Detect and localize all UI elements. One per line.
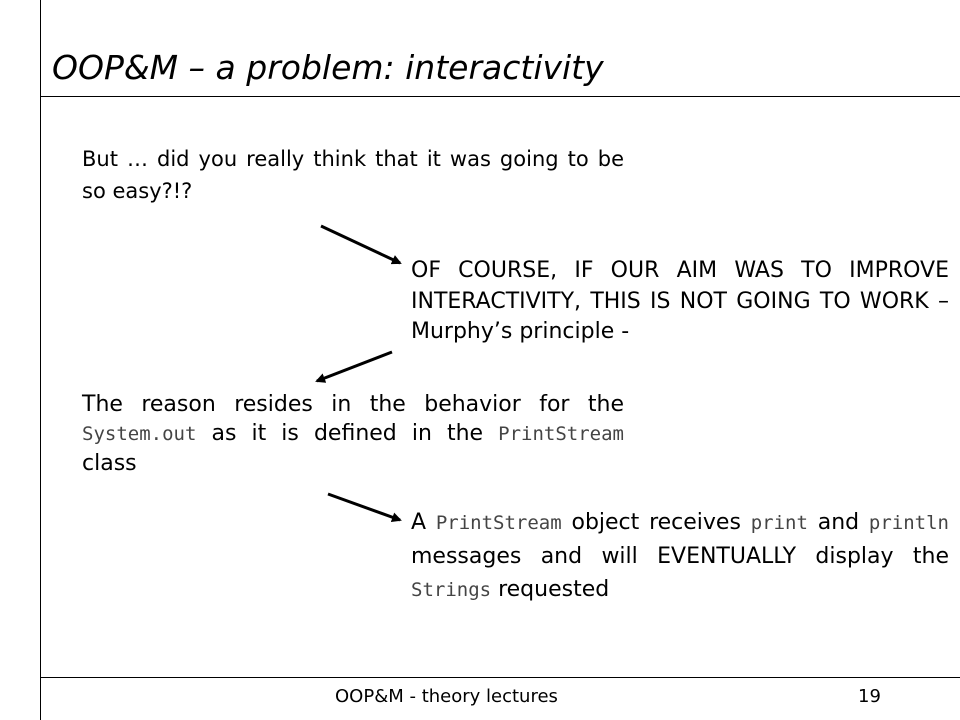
footer-course-title: OOP&M - theory lectures xyxy=(335,686,558,707)
ps-text-4: messages and will EVENTUALLY display the xyxy=(411,544,949,569)
slide-title: OOP&M – a problem: interactivity xyxy=(52,48,604,87)
ps-code-printstream: PrintStream xyxy=(435,512,562,534)
arrow-3 xyxy=(327,492,402,522)
ps-code-print: print xyxy=(750,512,808,534)
reason-text-3: class xyxy=(82,451,137,476)
ps-text-1: A xyxy=(411,510,436,535)
ps-code-println: println xyxy=(868,512,949,534)
ps-text-3: and xyxy=(807,510,869,535)
printstream-code: PrintStream xyxy=(498,423,624,445)
printstream-paragraph: A PrintStream object receives print and … xyxy=(411,506,949,607)
system-out-code: System.out xyxy=(82,423,197,445)
ps-code-strings: Strings xyxy=(411,579,492,601)
left-border-line xyxy=(40,0,41,720)
reason-text-1: The reason resides in the behavior for t… xyxy=(82,392,624,417)
ps-text-5: requested xyxy=(491,577,610,602)
arrow-2 xyxy=(315,350,393,383)
reason-paragraph: The reason resides in the behavior for t… xyxy=(82,390,624,478)
title-divider-line xyxy=(40,96,960,97)
reason-text-2: as it is defined in the xyxy=(196,421,499,446)
arrow-1 xyxy=(320,224,402,265)
intro-paragraph: But … did you really think that it was g… xyxy=(82,147,624,203)
footer-divider-line xyxy=(40,677,960,678)
murphy-paragraph: OF COURSE, IF OUR AIM WAS TO IMPROVE INT… xyxy=(411,258,949,344)
page-number: 19 xyxy=(858,686,881,707)
ps-text-2: object receives xyxy=(561,510,751,535)
